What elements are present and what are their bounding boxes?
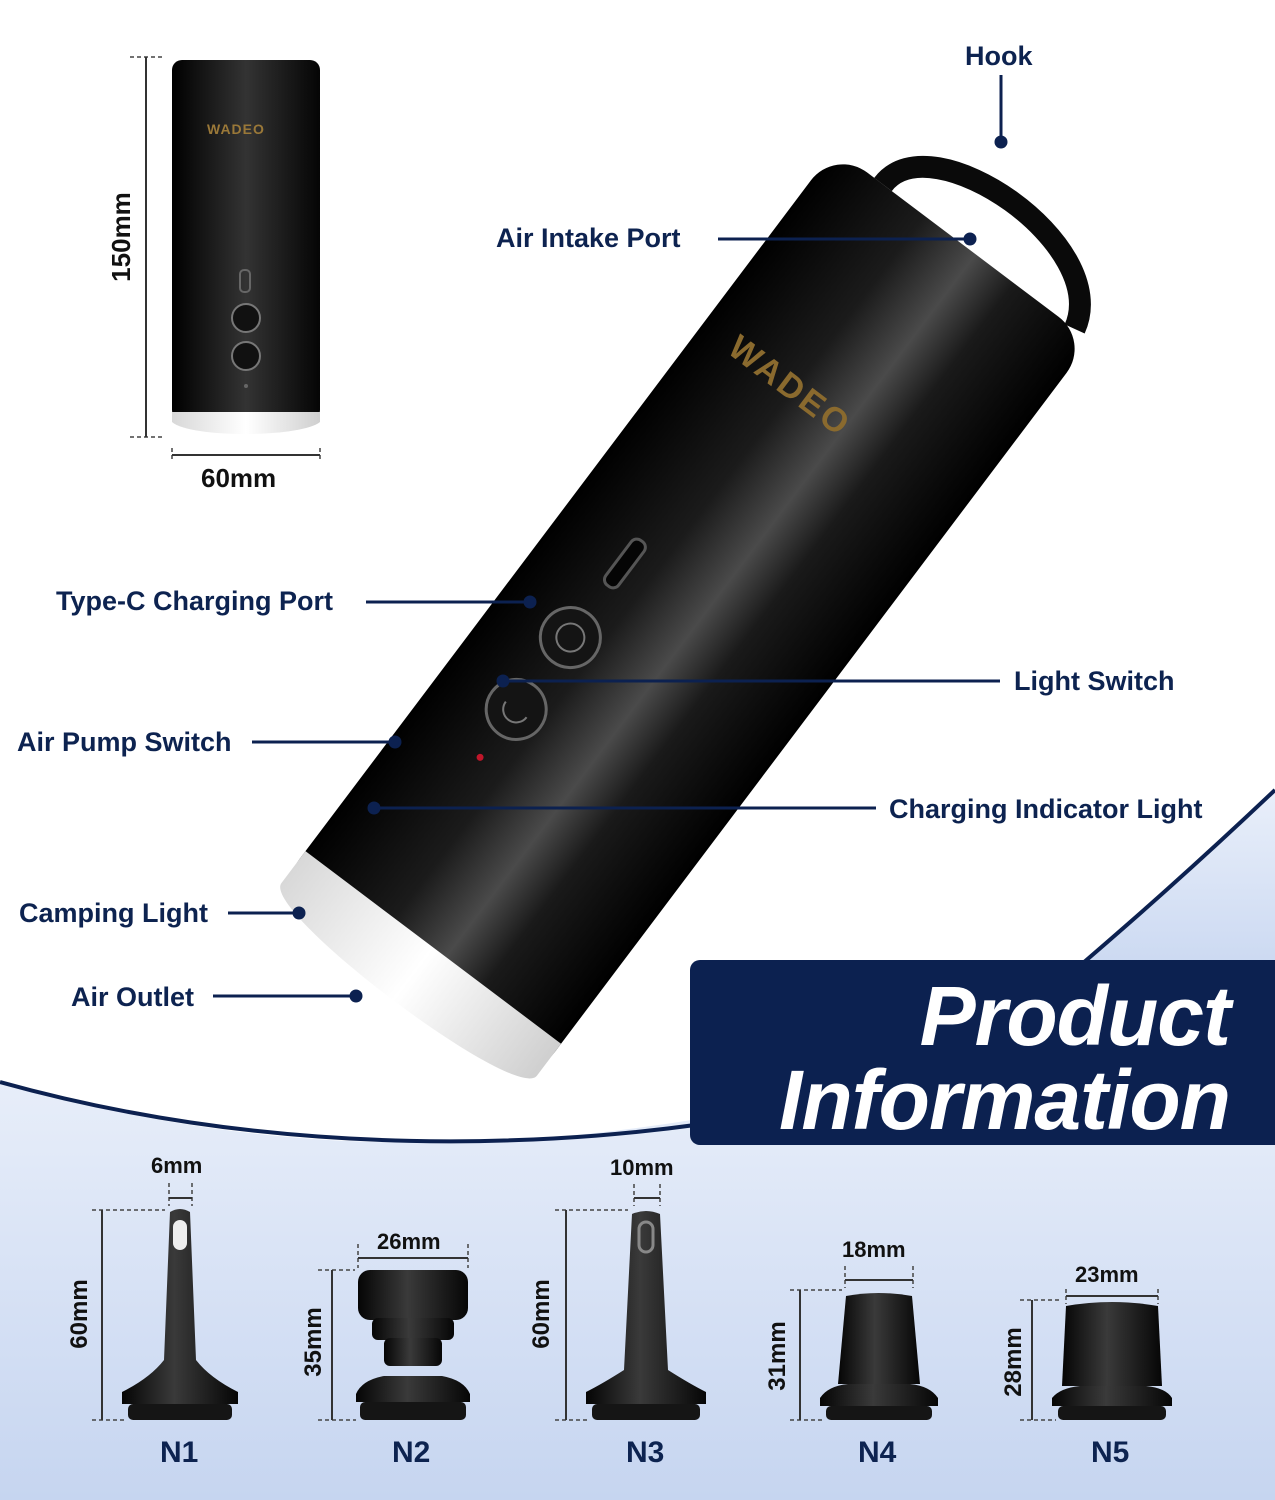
nozzle-n3-width: 10mm	[610, 1155, 674, 1180]
nozzle-n5-name: N5	[1091, 1436, 1130, 1469]
callout-type-c-port: Type-C Charging Port	[56, 586, 334, 616]
callout-camping-light: Camping Light	[19, 898, 208, 928]
nozzle-n2-drawing	[356, 1270, 470, 1420]
small-device-brand: WADEO	[207, 121, 265, 137]
product-information-banner: Product Information	[690, 960, 1275, 1145]
banner-title-line1: Product	[919, 969, 1231, 1063]
nozzle-n5-width: 23mm	[1075, 1262, 1139, 1287]
nozzle-n4-drawing	[820, 1293, 938, 1420]
nozzle-n1-name: N1	[160, 1436, 199, 1469]
nozzle-n4-name: N4	[858, 1436, 897, 1469]
callout-air-pump-switch: Air Pump Switch	[17, 727, 232, 757]
nozzle-n4-height: 31mm	[764, 1321, 791, 1391]
callout-air-intake-port: Air Intake Port	[496, 223, 681, 253]
small-device-width-label: 60mm	[201, 463, 277, 493]
small-device-height-label: 150mm	[106, 192, 136, 282]
nozzle-n3-name: N3	[626, 1436, 665, 1469]
nozzle-n3-height: 60mm	[528, 1279, 555, 1349]
callout-charging-indicator: Charging Indicator Light	[889, 794, 1203, 824]
nozzle-n2-name: N2	[392, 1436, 431, 1469]
nozzle-n4-width: 18mm	[842, 1237, 906, 1262]
nozzle-n5-drawing	[1052, 1302, 1172, 1420]
callout-air-outlet: Air Outlet	[71, 982, 195, 1012]
nozzle-n3-drawing	[586, 1211, 706, 1420]
small-device	[172, 60, 320, 434]
callout-hook: Hook	[965, 41, 1033, 71]
nozzle-n2-width: 26mm	[377, 1229, 441, 1254]
callout-light-switch: Light Switch	[1014, 666, 1175, 696]
nozzle-n1-height: 60mm	[66, 1279, 93, 1349]
nozzle-n1-width: 6mm	[151, 1153, 203, 1178]
banner-title-line2: Information	[779, 1053, 1231, 1147]
nozzle-n5-height: 28mm	[1000, 1327, 1027, 1397]
nozzle-n2-height: 35mm	[300, 1307, 327, 1377]
background-wave-right	[1040, 790, 1275, 1000]
nozzle-n1-drawing	[122, 1209, 238, 1420]
main-device	[280, 155, 1091, 1079]
